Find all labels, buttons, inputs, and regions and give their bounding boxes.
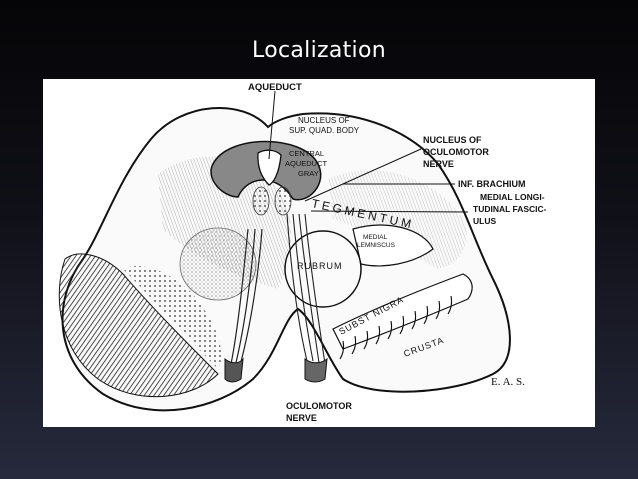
label-mlf-1: MEDIAL LONGI- <box>480 192 545 202</box>
left-crusta <box>58 253 219 398</box>
oculomotor-nucleus-right <box>274 186 292 216</box>
label-nucleus-oculomotor-1: NUCLEUS OF <box>423 135 482 145</box>
label-mlf-3: ULUS <box>473 216 496 226</box>
label-nucleus-sup-quad-2: SUP. QUAD. BODY <box>289 126 360 135</box>
left-oculomotor-rootlets <box>230 228 263 370</box>
label-rubrum: RUBRUM <box>297 261 343 271</box>
leader-lines <box>268 90 469 213</box>
label-central-gray-3: GRAY <box>298 169 319 178</box>
label-nucleus-oculomotor-2: OCULOMOTOR <box>423 147 489 157</box>
label-central-gray-2: AQUEDUCT <box>285 159 328 168</box>
right-red-nucleus <box>284 230 362 308</box>
midbrain-cross-section-figure: AQUEDUCT NUCLEUS OF SUP. QUAD. BODY CENT… <box>43 79 595 427</box>
label-medial-lemniscus-2: LEMNISCUS <box>357 242 396 249</box>
label-mlf-2: TUDINAL FASCIC- <box>473 204 547 214</box>
label-aqueduct: AQUEDUCT <box>248 82 302 93</box>
label-signature: E. A. S. <box>491 376 525 388</box>
midbrain-diagram: AQUEDUCT NUCLEUS OF SUP. QUAD. BODY CENT… <box>58 82 547 423</box>
label-nucleus-sup-quad-1: NUCLEUS OF <box>298 116 350 125</box>
medial-lemniscus <box>352 224 434 267</box>
label-oculomotor-nerve-2: NERVE <box>286 413 317 423</box>
left-red-nucleus <box>179 227 257 301</box>
label-nucleus-oculomotor-3: NERVE <box>423 159 454 169</box>
left-oculomotor-stem <box>224 357 244 383</box>
tegmentum-shading-right <box>328 170 467 269</box>
oculomotor-nerve-stem <box>304 357 328 383</box>
slide-title: Localization <box>252 38 386 63</box>
right-nigra-comb <box>339 295 453 360</box>
right-oculomotor-rootlets <box>286 213 326 365</box>
label-central-gray-1: CENTRAL <box>289 149 324 158</box>
oculomotor-nucleus-left <box>252 186 270 216</box>
label-inf-brachium: INF. BRACHIUM <box>458 179 526 189</box>
label-medial-lemniscus-1: MEDIAL <box>363 234 388 241</box>
label-oculomotor-nerve-1: OCULOMOTOR <box>286 401 352 411</box>
left-substantia-nigra <box>123 265 222 369</box>
